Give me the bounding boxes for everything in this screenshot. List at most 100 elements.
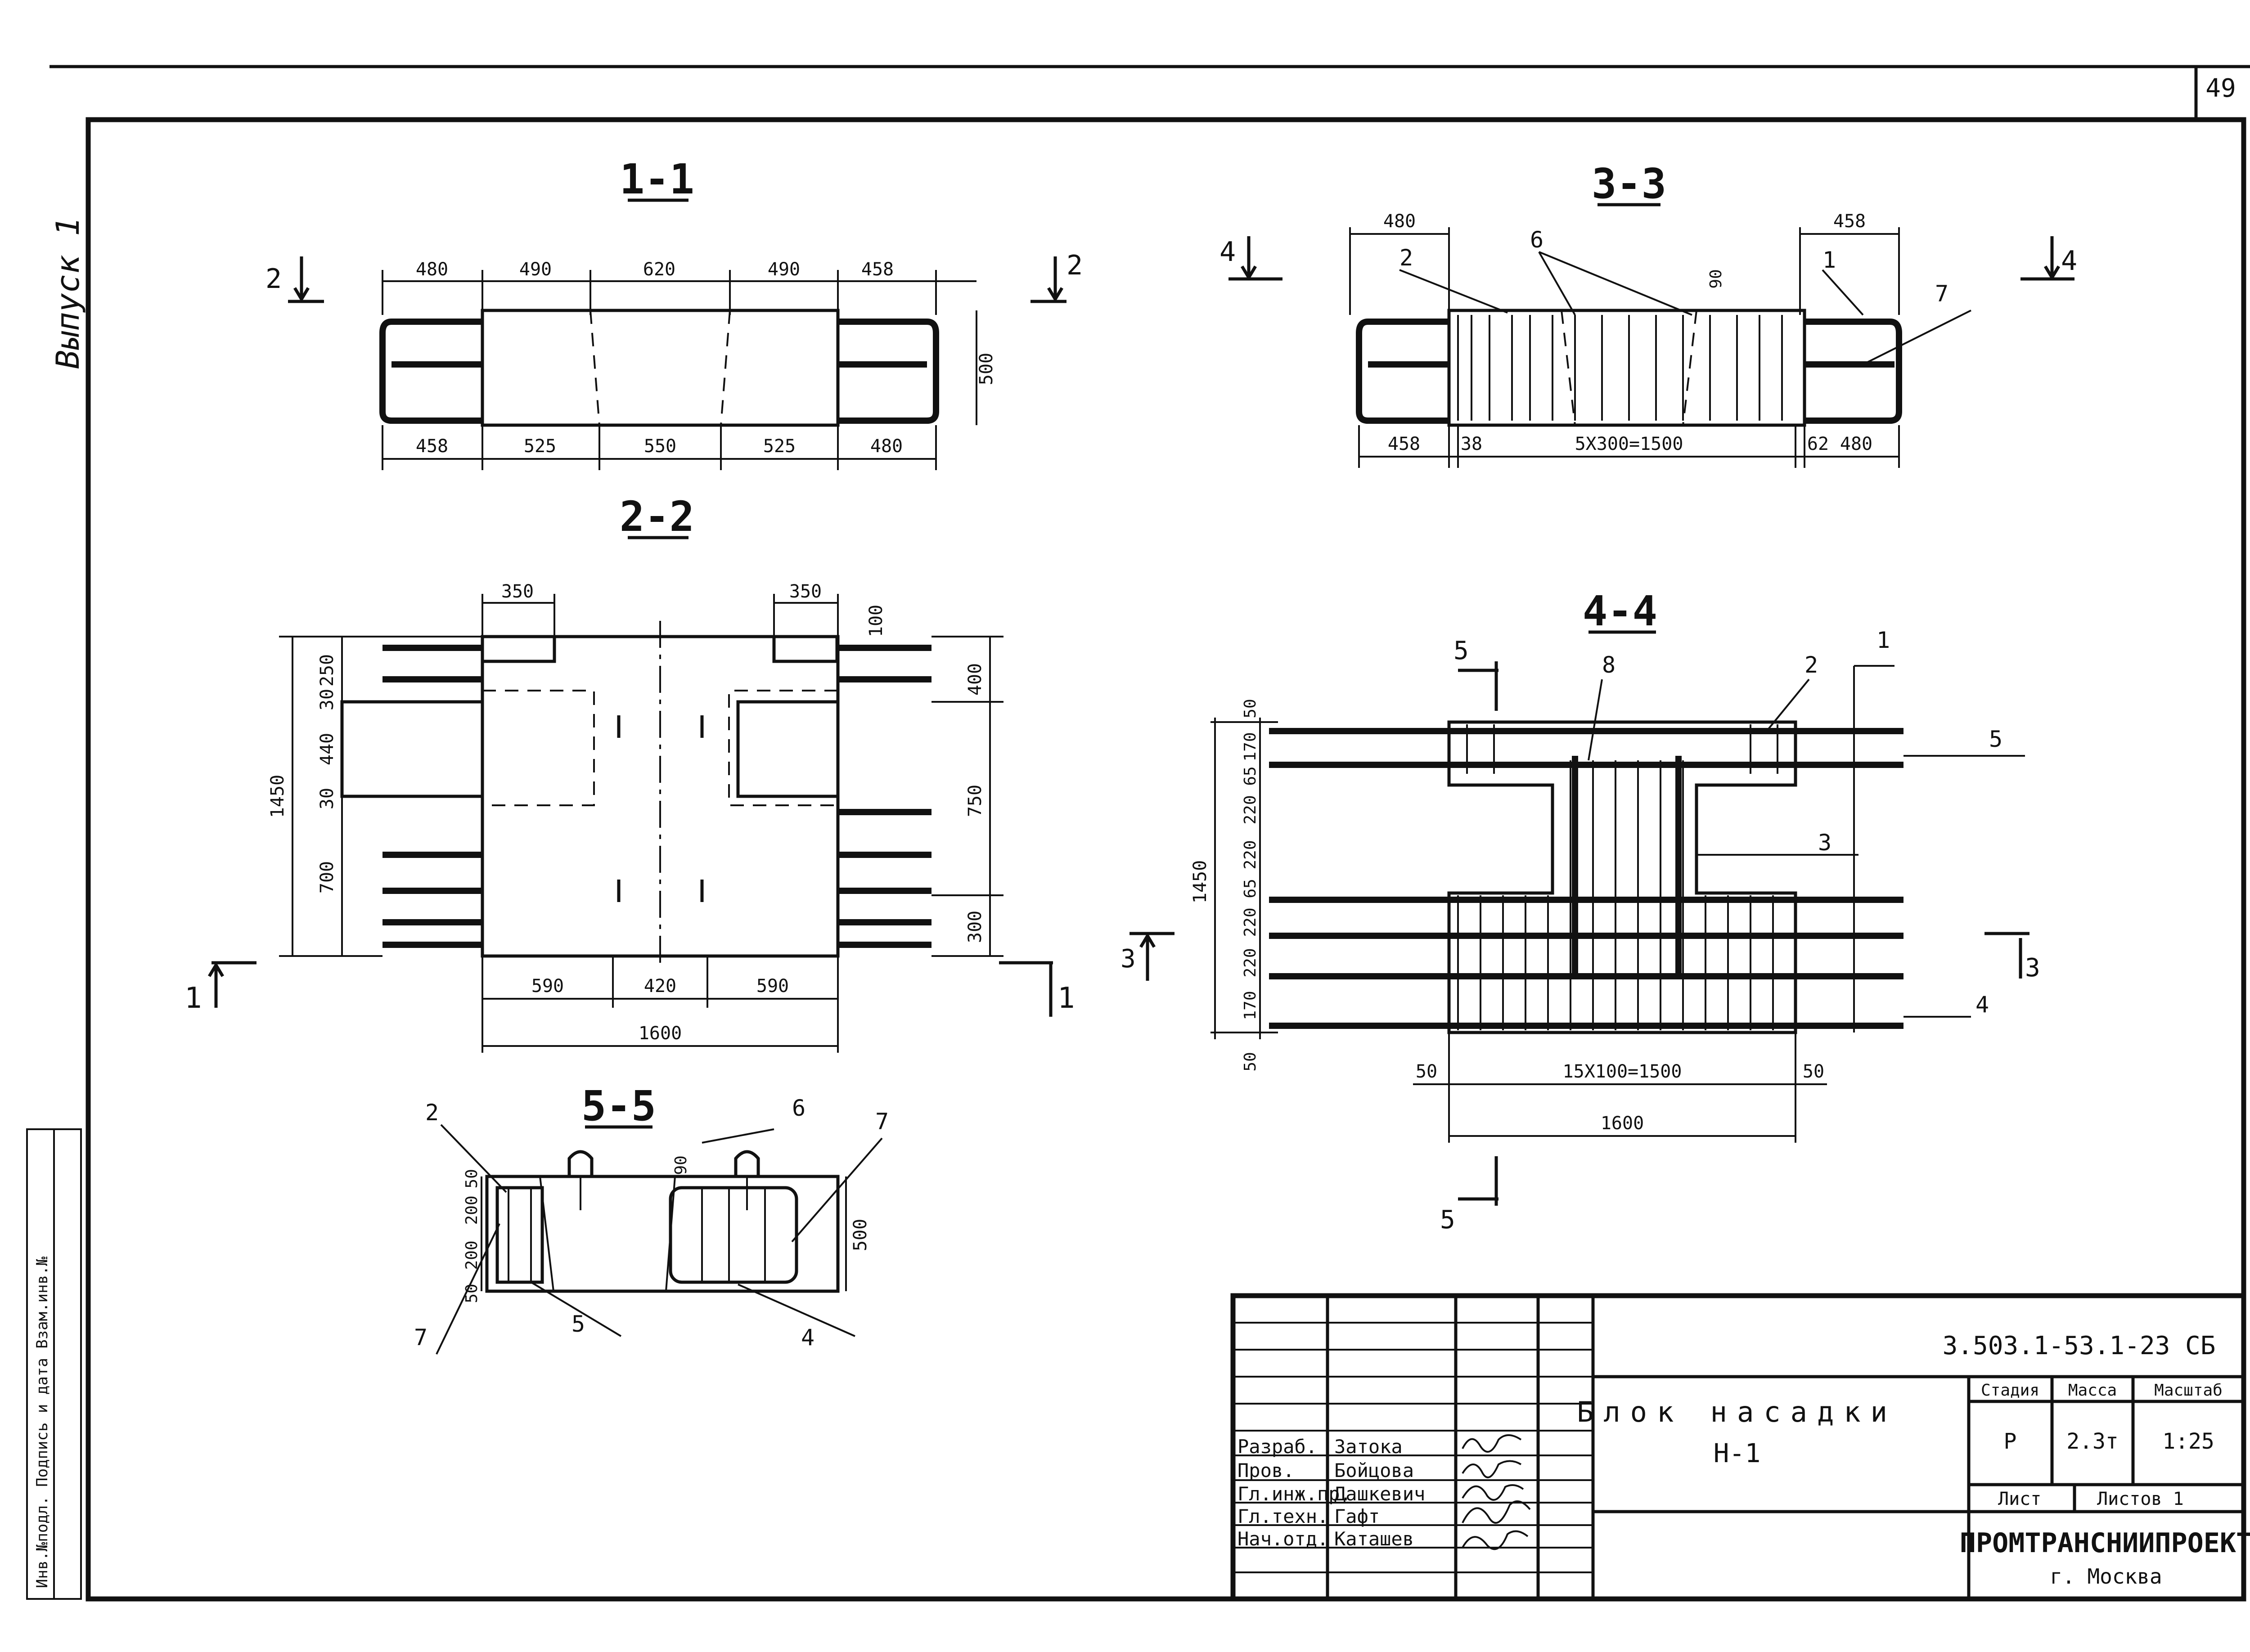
s22-right-dim: 300 bbox=[965, 911, 986, 943]
role-name: Затока bbox=[1334, 1436, 1403, 1458]
s44-left-dim: 50 bbox=[1241, 1052, 1260, 1071]
title-block bbox=[1230, 1293, 2246, 1602]
s33-cut-mark: 4 bbox=[2061, 245, 2077, 277]
s11-top-dim: 490 bbox=[768, 259, 800, 280]
s33-bottom-dim: 38 bbox=[1461, 434, 1482, 454]
doc-code: 3.503.1-53.1-23 СБ bbox=[1943, 1331, 2216, 1360]
sheets-label: Листов 1 bbox=[2097, 1489, 2184, 1509]
scale-header: Масштаб bbox=[2154, 1381, 2223, 1400]
s44-bottom-dim: 15X100=1500 bbox=[1563, 1061, 1682, 1082]
s44-bottom-dim: 50 bbox=[1803, 1061, 1824, 1082]
s44-overall-left: 1450 bbox=[1190, 860, 1210, 903]
s55-left-dim: 200 bbox=[463, 1240, 481, 1270]
s44-callout: 1 bbox=[1876, 627, 1890, 653]
s11-cut-mark: 2 bbox=[1066, 250, 1083, 281]
s11-cut-mark: 2 bbox=[266, 263, 282, 295]
role-label: Нач.отд. bbox=[1238, 1528, 1328, 1550]
org-city: г. Москва bbox=[2050, 1564, 2162, 1589]
section-2-2: 2-2 35 bbox=[184, 493, 1075, 1053]
mass-value: 2.3т bbox=[2066, 1429, 2119, 1454]
s55-left-dim: 50 bbox=[463, 1169, 481, 1188]
s11-top-dim: 490 bbox=[519, 259, 552, 280]
s11-bottom-dim: 525 bbox=[524, 436, 556, 457]
section-4-4-title: 4-4 bbox=[1583, 587, 1657, 635]
s44-left-dim: 220 bbox=[1241, 795, 1260, 824]
stage-value: Р bbox=[2004, 1429, 2017, 1454]
role-label: Гл.техн. bbox=[1238, 1505, 1328, 1527]
scale-value: 1:25 bbox=[2162, 1429, 2214, 1454]
s44-left-dim: 220 bbox=[1241, 948, 1260, 977]
s22-top-dim: 350 bbox=[789, 581, 822, 602]
section-5-5: 5-5 50 200 200 50 500 90 2 6 bbox=[414, 1082, 889, 1355]
s22-bottom-dim: 420 bbox=[644, 976, 676, 997]
s33-callout: 1 bbox=[1822, 247, 1836, 273]
section-2-2-title: 2-2 bbox=[620, 493, 694, 541]
s22-right-top-dim: 100 bbox=[866, 605, 886, 637]
s55-callout: 7 bbox=[875, 1109, 889, 1135]
s22-left-dim: 30 bbox=[317, 689, 338, 710]
s11-height-dim: 500 bbox=[976, 353, 997, 385]
s11-bottom-dim: 525 bbox=[763, 436, 796, 457]
s44-callout: 4 bbox=[1976, 992, 1989, 1018]
series-side-label: Выпуск 1 bbox=[50, 217, 86, 369]
role-name: Гафт bbox=[1334, 1505, 1380, 1527]
s33-cut-mark: 4 bbox=[1220, 236, 1236, 268]
mass-header: Масса bbox=[2068, 1381, 2117, 1400]
s22-overall-bottom: 1600 bbox=[639, 1023, 682, 1044]
s44-left-dim: 50 bbox=[1241, 699, 1260, 718]
signatures bbox=[1462, 1434, 1531, 1550]
s44-left-dim: 65 bbox=[1241, 879, 1260, 898]
section-4-4: 4-4 50 170 65 bbox=[1120, 587, 2040, 1235]
role-name: Дашкевич bbox=[1334, 1483, 1425, 1505]
section-3-3-title: 3-3 bbox=[1592, 160, 1666, 208]
s22-right-dim: 400 bbox=[965, 663, 986, 696]
s22-cut-mark: 1 bbox=[184, 982, 202, 1015]
s44-callout: 3 bbox=[1818, 830, 1832, 856]
org-name: ПРОМТРАНСНИИПРОЕКТ bbox=[1960, 1527, 2250, 1559]
s33-top-dim: 458 bbox=[1833, 211, 1866, 232]
role-name: Бойцова bbox=[1334, 1459, 1414, 1481]
s11-top-dim: 480 bbox=[416, 259, 448, 280]
s22-left-dim: 250 bbox=[317, 654, 338, 687]
s33-callout: 7 bbox=[1935, 281, 1948, 307]
s22-overall-left: 1450 bbox=[267, 775, 288, 818]
s44-left-dim: 220 bbox=[1241, 840, 1260, 869]
s33-bottom-dim: 62 bbox=[1807, 434, 1829, 454]
s44-cut-mark: 3 bbox=[1120, 944, 1136, 974]
roles-list: Разраб. Затока Пров. Бойцова Гл.инж.пр. … bbox=[1238, 1436, 1425, 1550]
page-number: 49 bbox=[2205, 74, 2236, 103]
role-name: Каташев bbox=[1334, 1528, 1414, 1550]
role-label: Гл.инж.пр. bbox=[1238, 1483, 1351, 1505]
s33-dim-90: 90 bbox=[1707, 269, 1725, 288]
role-label: Пров. bbox=[1238, 1459, 1294, 1481]
s22-bottom-dim: 590 bbox=[756, 976, 789, 997]
stage-header: Стадия bbox=[1981, 1381, 2039, 1400]
margin-note: Инв.№подл. Подпись и дата Взам.инв.№ bbox=[33, 1257, 51, 1588]
s33-callout: 6 bbox=[1530, 227, 1544, 253]
sheet-frame bbox=[50, 65, 2250, 1602]
s33-bottom-dim: 480 bbox=[1840, 434, 1872, 454]
s55-right-dim: 500 bbox=[850, 1219, 871, 1251]
role-label: Разраб. bbox=[1238, 1436, 1317, 1458]
s44-left-dim: 170 bbox=[1241, 991, 1260, 1020]
s11-top-dim: 458 bbox=[861, 259, 894, 280]
s55-callout: 7 bbox=[414, 1324, 428, 1351]
s44-cut-mark: 5 bbox=[1454, 636, 1469, 665]
s44-bottom-dim: 50 bbox=[1416, 1061, 1437, 1082]
s55-callout: 6 bbox=[792, 1095, 806, 1121]
s44-left-dim: 170 bbox=[1241, 732, 1260, 761]
s55-dim-90: 90 bbox=[672, 1155, 690, 1175]
s33-top-dim: 480 bbox=[1383, 211, 1416, 232]
s22-left-dim: 440 bbox=[317, 733, 338, 765]
s11-bottom-dim: 550 bbox=[644, 436, 676, 457]
s33-bottom-dim: 458 bbox=[1388, 434, 1420, 454]
section-5-5-title: 5-5 bbox=[581, 1082, 656, 1130]
s11-bottom-dim: 458 bbox=[416, 436, 448, 457]
left-margin-strip bbox=[26, 1128, 82, 1600]
section-1-1: 1-1 480 490 620 490 458 458 525 bbox=[266, 155, 1083, 470]
s44-cut-mark: 5 bbox=[1440, 1205, 1455, 1235]
s44-overall-bottom: 1600 bbox=[1601, 1113, 1644, 1134]
s55-left-dim: 200 bbox=[463, 1195, 481, 1225]
item-name: Блок насадки bbox=[1577, 1396, 1897, 1428]
s44-cut-mark: 3 bbox=[2025, 953, 2040, 983]
